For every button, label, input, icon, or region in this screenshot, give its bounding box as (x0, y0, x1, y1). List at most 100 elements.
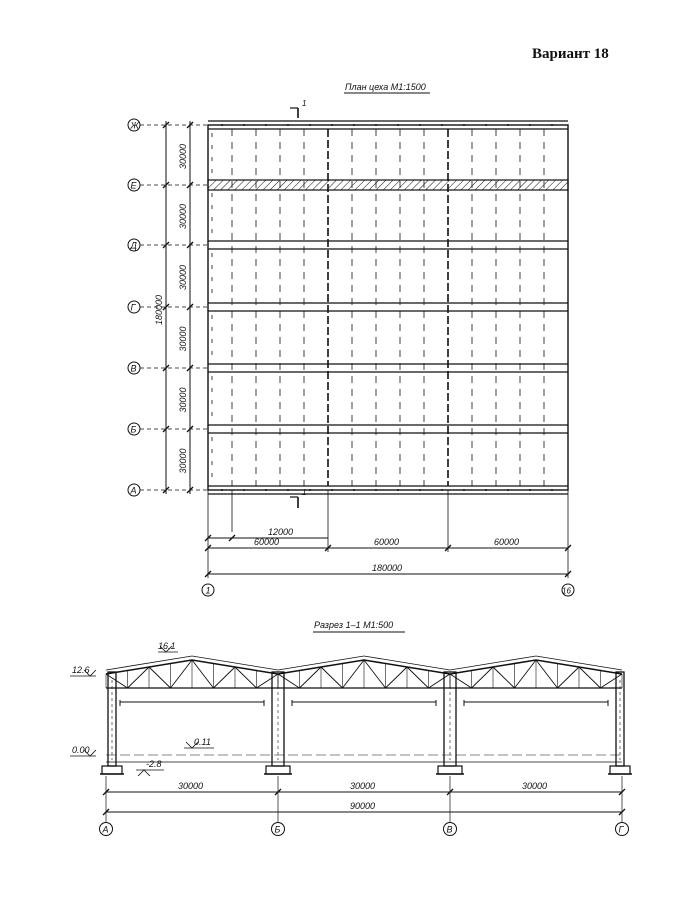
row-span-dim: 30000 (178, 448, 188, 473)
roof-cover (105, 655, 623, 671)
plan-outline (207, 124, 569, 491)
footing (101, 765, 123, 775)
dim-tick (204, 544, 212, 552)
truss-web (170, 659, 193, 689)
dim-tick (102, 808, 110, 816)
column-dot (243, 124, 245, 126)
column-dot (485, 489, 487, 491)
truss-web (127, 666, 150, 689)
truss-web (385, 666, 408, 689)
truss-web (256, 673, 279, 689)
section-mark-label: 1 (302, 99, 306, 108)
dim-tick (564, 570, 572, 578)
truss-web (535, 659, 558, 689)
row-span-dim: 30000 (178, 387, 188, 412)
footing (609, 765, 631, 775)
axis-label-5: Б (131, 424, 137, 434)
truss-web (514, 659, 537, 689)
truss-web (600, 673, 623, 689)
truss-web (363, 659, 386, 689)
section-span-dim: 30000 (178, 781, 203, 791)
column-dot (419, 124, 421, 126)
column-dot (463, 124, 465, 126)
section-span-dim: 30000 (522, 781, 547, 791)
column-dot (287, 124, 289, 126)
elev-ridge: 16.1 (158, 641, 176, 651)
elev-floor: 0.11 (194, 737, 211, 747)
section-axis-label: Б (275, 825, 281, 835)
total-horizontal-dim: 180000 (372, 563, 402, 573)
section-axis-bubble (443, 822, 457, 836)
elev-foundation: -2.8 (146, 759, 162, 769)
total-vertical-dim: 180000 (154, 295, 164, 325)
row-span-dim: 30000 (178, 326, 188, 351)
dim-tick (204, 534, 212, 542)
truss-web (299, 666, 322, 689)
column-dot (265, 124, 267, 126)
row-span-dim: 30000 (178, 144, 188, 169)
bay-dim: 60000 (254, 537, 279, 547)
axis-label-2: Д (130, 240, 138, 250)
column-dot (529, 124, 531, 126)
column-dot (551, 489, 553, 491)
section-axis-label: В (447, 825, 453, 835)
truss-web (428, 673, 451, 689)
truss-web (471, 666, 494, 689)
axis-label-0: Ж (130, 120, 140, 130)
truss-web (492, 666, 515, 689)
dim-tick (618, 808, 626, 816)
truss-web (191, 659, 214, 689)
elev-top: 12.6 (72, 665, 90, 675)
truss-web (234, 666, 257, 689)
section-axis-bubble (99, 822, 113, 836)
axis-start-label: 1 (206, 585, 211, 595)
axis-end-label: 16 (562, 586, 571, 595)
elev-zero: 0.00 (72, 745, 90, 755)
column-dot (551, 124, 553, 126)
elev-triangle (83, 669, 97, 677)
column-dot (529, 489, 531, 491)
section-axis-label: А (102, 825, 109, 835)
dim-12000: 12000 (268, 527, 293, 537)
column-dot (331, 124, 333, 126)
column-dot (507, 124, 509, 126)
column-dot (353, 489, 355, 491)
section-view: Разрез 1–1 М1:50012.60.0016.10.11-2.8300… (70, 620, 632, 836)
column-dot (441, 124, 443, 126)
column-dot (309, 489, 311, 491)
section-total-dim: 90000 (350, 801, 375, 811)
dim-tick (564, 544, 572, 552)
column-dot (419, 489, 421, 491)
dim-tick (444, 544, 452, 552)
elev-triangle (137, 769, 151, 777)
truss-web (277, 673, 300, 689)
column-dot (221, 489, 223, 491)
axis-label-4: В (131, 363, 137, 373)
truss-web (213, 666, 236, 689)
truss-web (449, 673, 472, 689)
section-axis-bubble (271, 822, 285, 836)
axis-label-6: А (130, 485, 137, 495)
column-dot (331, 489, 333, 491)
dim-tick (324, 544, 332, 552)
dim-tick (228, 534, 236, 542)
plan-view: ЖЕДГВБА180000300003000030000300003000030… (127, 99, 575, 597)
footing (437, 765, 463, 775)
column-dot (375, 124, 377, 126)
column-dot (221, 124, 223, 126)
elev-triangle (159, 645, 173, 653)
variant-title: Вариант 18 (532, 46, 609, 62)
column-dot (309, 124, 311, 126)
axis-label-1: Е (131, 180, 138, 190)
section-mark-label: 1 (302, 488, 306, 497)
elev-triangle (83, 749, 97, 757)
column-dot (397, 489, 399, 491)
section-axis-bubble (615, 822, 629, 836)
bay-dim: 60000 (374, 537, 399, 547)
truss-web (578, 666, 601, 689)
elev-triangle (185, 741, 199, 749)
bay-dim: 60000 (494, 537, 519, 547)
column-dot (243, 489, 245, 491)
truss-web (342, 659, 365, 689)
